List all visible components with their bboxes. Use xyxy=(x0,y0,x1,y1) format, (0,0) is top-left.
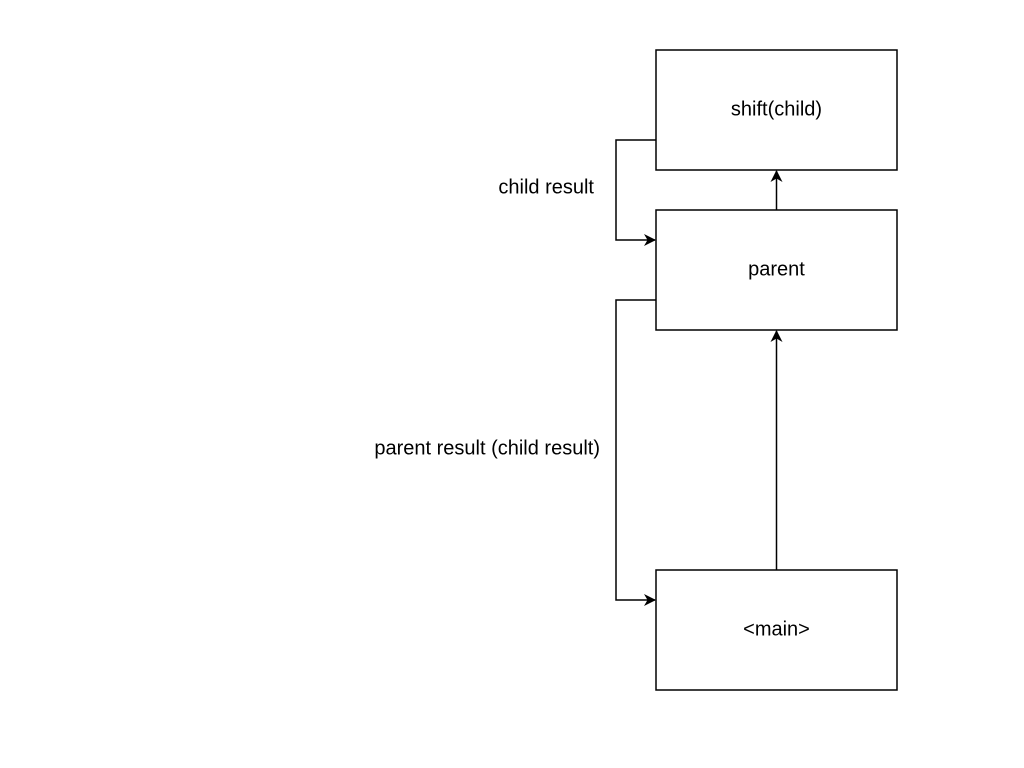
arrow-parent-result xyxy=(615,299,656,606)
node-shift-child: shift(child) xyxy=(655,49,898,171)
edge-label-parent-result: parent result (child result) xyxy=(374,437,600,459)
node-shift-child-label: shift(child) xyxy=(731,98,822,120)
edge-label-child-result: child result xyxy=(498,176,594,198)
node-parent: parent xyxy=(655,209,898,331)
node-main-label: <main> xyxy=(743,618,810,640)
arrow-child-result xyxy=(615,139,656,246)
node-main: <main> xyxy=(655,569,898,691)
node-parent-label: parent xyxy=(748,258,805,280)
